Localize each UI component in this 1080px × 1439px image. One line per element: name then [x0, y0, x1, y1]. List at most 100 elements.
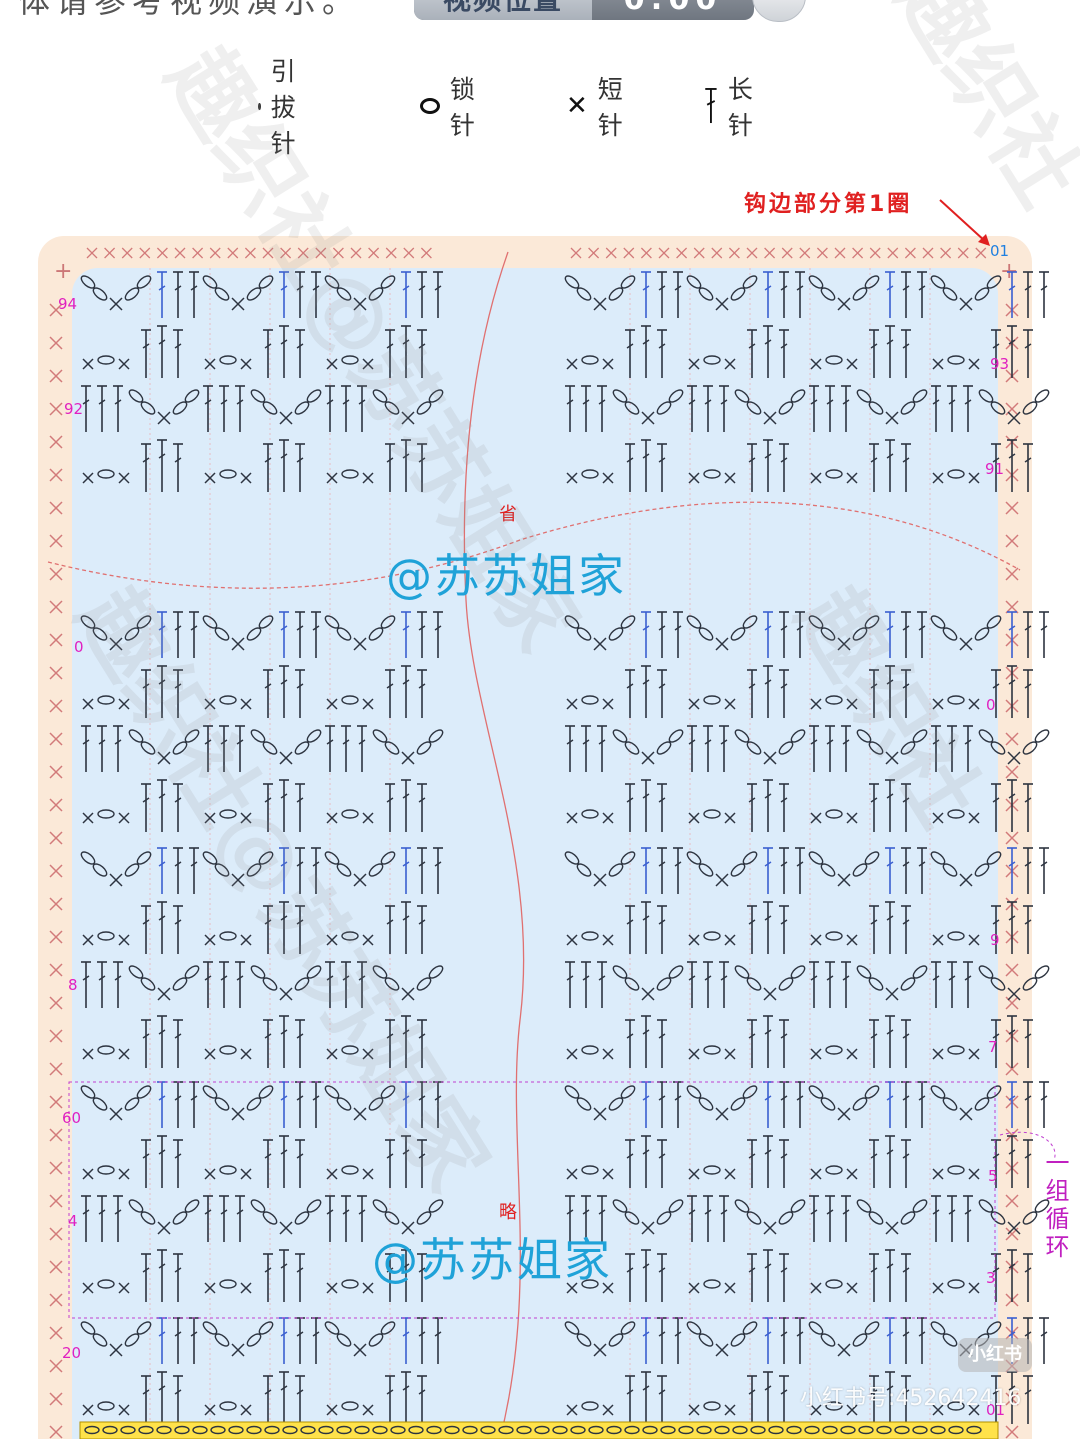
chain-mark: [368, 863, 384, 877]
double-crochet-mark: [719, 961, 729, 1008]
double-crochet-mark: [917, 271, 927, 318]
single-crochet-mark: [834, 247, 846, 259]
single-crochet-mark: [315, 247, 327, 259]
double-crochet-mark: [1007, 271, 1017, 318]
row-label: 01: [986, 1401, 1006, 1419]
single-crochet-mark: [279, 751, 293, 765]
chain-mark: [128, 965, 144, 979]
single-crochet-mark: [1005, 1194, 1019, 1208]
row-label: 91: [985, 460, 1005, 478]
cycle-bracket: [999, 1131, 1056, 1161]
chain-mark: [372, 729, 388, 743]
single-crochet-mark: [810, 1168, 822, 1180]
double-crochet-mark: [825, 1195, 835, 1242]
chain-mark: [219, 1401, 237, 1411]
chain-mark: [978, 389, 994, 403]
chain-mark: [825, 355, 843, 365]
single-crochet-mark: [837, 873, 851, 887]
chain-mark: [80, 1321, 96, 1335]
chain-mark: [790, 389, 806, 403]
single-crochet-mark: [932, 1168, 944, 1180]
chain-mark: [97, 1401, 115, 1411]
double-crochet-mark: [203, 1195, 213, 1242]
double-crochet-mark: [279, 325, 289, 378]
row-label: 8: [68, 976, 78, 994]
double-crochet-mark: [931, 1195, 941, 1242]
double-crochet-mark: [885, 1015, 895, 1068]
single-crochet-mark: [715, 297, 729, 311]
single-crochet-mark: [118, 812, 130, 824]
video-position-badge[interactable]: 视频位置 0:00: [414, 0, 754, 20]
chain-mark: [1022, 741, 1038, 755]
single-crochet-mark: [932, 1048, 944, 1060]
chain-mark: [516, 1425, 532, 1435]
single-crochet-mark: [641, 411, 655, 425]
single-crochet-mark: [49, 930, 63, 944]
chain-mark: [124, 287, 140, 301]
double-crochet-mark: [311, 611, 321, 658]
single-crochet-mark: [118, 358, 130, 370]
chain-mark: [624, 1425, 640, 1435]
double-crochet-mark: [81, 385, 91, 432]
chain-mark: [219, 809, 237, 819]
chain-mark: [92, 287, 108, 301]
chain-mark: [156, 1425, 172, 1435]
double-crochet-mark: [141, 783, 151, 832]
chain-mark: [825, 931, 843, 941]
chain-mark: [258, 275, 274, 289]
double-crochet-mark: [295, 1019, 305, 1068]
chain-mark: [750, 1425, 766, 1435]
play-button[interactable]: [752, 0, 806, 22]
single-crochet-mark: [810, 358, 822, 370]
double-crochet-mark: [931, 961, 941, 1008]
double-crochet-mark: [1007, 779, 1017, 832]
double-crochet-mark: [719, 385, 729, 432]
double-crochet-mark: [433, 271, 443, 318]
double-crochet-mark: [625, 1253, 635, 1302]
chain-mark: [324, 615, 340, 629]
double-crochet-mark: [763, 1249, 773, 1302]
single-crochet-mark: [764, 247, 776, 259]
single-crochet-mark: [209, 247, 221, 259]
chain-mark: [341, 931, 359, 941]
chain-mark: [258, 851, 274, 865]
chain-mark: [576, 863, 592, 877]
double-crochet-mark: [1007, 1135, 1017, 1188]
chain-mark: [214, 287, 230, 301]
double-crochet-mark: [991, 1375, 1001, 1424]
double-crochet-mark: [991, 669, 1001, 718]
single-crochet-mark: [82, 698, 94, 710]
chain-mark: [380, 1085, 396, 1099]
chain-mark: [730, 1333, 746, 1347]
single-crochet-mark: [49, 336, 63, 350]
single-crochet-mark: [353, 297, 367, 311]
double-crochet-mark: [641, 439, 651, 492]
double-crochet-mark: [869, 905, 879, 954]
single-crochet-mark: [109, 297, 123, 311]
single-crochet-mark: [262, 247, 274, 259]
double-crochet-mark: [417, 443, 427, 492]
single-crochet-mark: [49, 798, 63, 812]
chain-mark: [416, 741, 432, 755]
double-crochet-mark: [433, 611, 443, 658]
chain-mark: [341, 809, 359, 819]
chain-mark: [294, 977, 310, 991]
double-crochet-icon: [705, 88, 717, 124]
chain-mark: [246, 1333, 262, 1347]
chain-mark: [947, 931, 965, 941]
chain-mark: [786, 1425, 802, 1435]
double-crochet-mark: [885, 779, 895, 832]
single-crochet-mark: [49, 765, 63, 779]
chain-mark: [140, 401, 156, 415]
single-crochet-mark: [570, 247, 582, 259]
double-crochet-mark: [963, 1195, 973, 1242]
double-crochet-mark: [295, 783, 305, 832]
double-crochet-mark: [641, 665, 651, 718]
double-crochet-mark: [719, 725, 729, 772]
double-crochet-mark: [687, 385, 697, 432]
single-crochet-mark: [353, 637, 367, 651]
arrow-head: [978, 234, 990, 246]
single-crochet-mark: [846, 934, 858, 946]
chain-mark: [372, 1199, 388, 1213]
single-crochet-mark: [602, 358, 614, 370]
